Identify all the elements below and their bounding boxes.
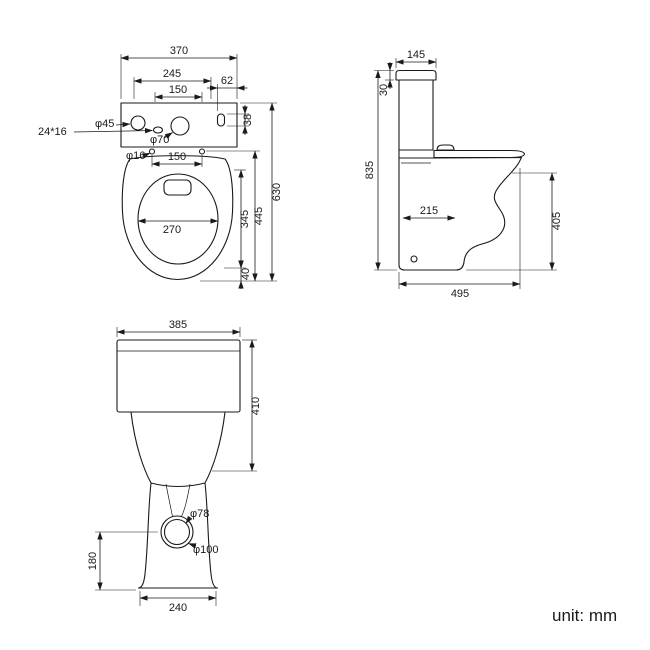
dim-345: 345 (239, 210, 251, 228)
seat-hinge-bump (436, 144, 455, 151)
front-view: 385 410 φ78 φ100 180 240 (87, 319, 262, 614)
dim-180: 180 (87, 552, 99, 570)
dim-835: 835 (364, 161, 376, 179)
trap-right-line (181, 483, 191, 517)
side-view: 145 30 835 215 405 495 (364, 49, 563, 300)
top-view: 370 245 150 62 38 φ45 24*16 φ70 φ16 150 … (38, 45, 283, 289)
label-phi16: φ16 (126, 150, 145, 162)
label-24x16: 24*16 (38, 126, 67, 138)
dim-40: 40 (240, 268, 252, 280)
dim-62: 62 (221, 75, 233, 87)
outlet-inner-circle (163, 518, 191, 546)
dim-270: 270 (163, 224, 181, 236)
dim-245: 245 (163, 68, 181, 80)
overflow-slot (216, 113, 226, 127)
tank-side (398, 79, 434, 151)
bowl-left-edge (130, 411, 152, 484)
label-phi45: φ45 (95, 118, 114, 130)
dim-215: 215 (420, 205, 438, 217)
label-phi100: φ100 (193, 544, 219, 556)
bowl-right-edge (204, 411, 226, 484)
dim-495: 495 (451, 288, 469, 300)
front-view-dimension-lines (97, 329, 255, 601)
unit-label: unit: mm (552, 606, 617, 625)
flush-valve-hole (170, 116, 190, 136)
trap-left-line (165, 483, 173, 517)
fill-valve-hole (130, 115, 146, 131)
dim-240: 240 (169, 602, 187, 614)
hinge-plate (163, 179, 192, 196)
dim-410: 410 (250, 397, 262, 415)
dim-405: 405 (551, 212, 563, 230)
mounting-hole-right (198, 148, 206, 155)
hole-24x16 (152, 126, 164, 134)
dim-145: 145 (407, 49, 425, 61)
dim-445: 445 (253, 207, 265, 225)
label-phi78: φ78 (190, 508, 209, 520)
dim-38: 38 (242, 114, 254, 126)
label-phi70: φ70 (150, 134, 169, 146)
dim-150-top: 150 (169, 84, 187, 96)
mounting-hole-left (148, 148, 156, 155)
pedestal-outline (137, 482, 219, 589)
dim-150-holes: 150 (168, 151, 186, 163)
dim-370: 370 (170, 45, 188, 57)
outlet-outer-circle (160, 515, 194, 549)
bowl-outline (121, 155, 234, 281)
tank-lid-side (395, 69, 437, 81)
tank-front (116, 339, 241, 413)
dim-30: 30 (378, 84, 390, 96)
side-view-dimension-lines (375, 59, 555, 287)
joint-line (150, 482, 206, 488)
dim-630: 630 (271, 183, 283, 201)
dim-385: 385 (169, 319, 187, 331)
top-view-dimension-lines (73, 55, 275, 289)
supply-hole (410, 255, 418, 263)
bowl-side-profile (398, 149, 523, 271)
